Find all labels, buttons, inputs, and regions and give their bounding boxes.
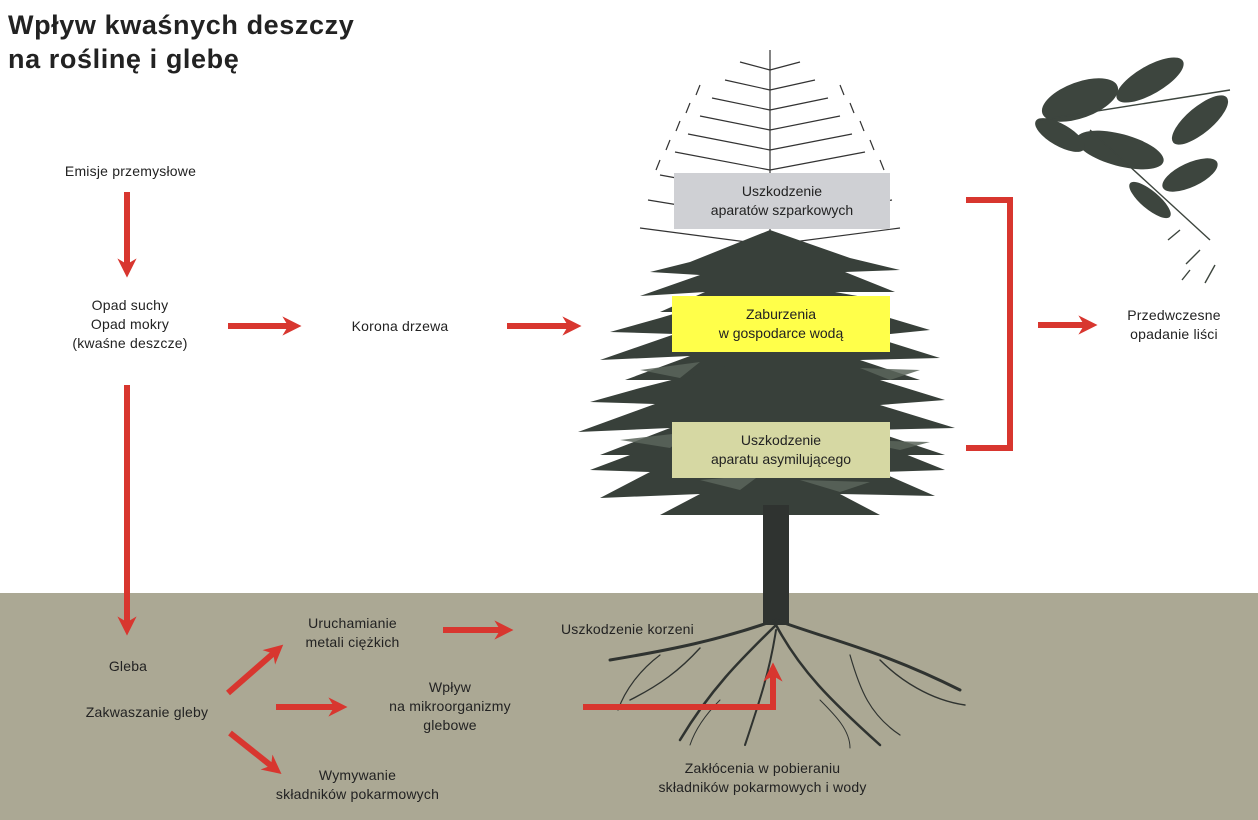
label-przedwczesne-line2: opadanie liści bbox=[1130, 326, 1218, 342]
label-zaklocenia-line2: składników pokarmowych i wody bbox=[658, 779, 867, 795]
label-wymywanie: Wymywanie składników pokarmowych bbox=[250, 766, 465, 804]
label-uruchamianie: Uruchamianie metali ciężkich bbox=[290, 614, 415, 652]
arrow-zakwaszanie-to-metale bbox=[226, 644, 284, 696]
label-gleba: Gleba bbox=[105, 657, 151, 676]
label-zaklocenia-line1: Zakłócenia w pobieraniu bbox=[684, 760, 841, 776]
box-aparat-asymilujacy-line2: aparatu asymilującego bbox=[710, 451, 852, 467]
label-przedwczesne: Przedwczesne opadanie liści bbox=[1104, 306, 1244, 344]
label-korona: Korona drzewa bbox=[330, 317, 470, 336]
tree-trunk-icon bbox=[763, 505, 789, 625]
box-aparaty-szparkowe-line1: Uszkodzenie bbox=[741, 183, 823, 199]
flow-arrows bbox=[117, 192, 1098, 774]
box-gospodarka-woda: Zaburzenia w gospodarce wodą bbox=[672, 296, 890, 352]
label-przedwczesne-line1: Przedwczesne bbox=[1127, 307, 1221, 323]
label-wplyw: Wpływ na mikroorganizmy glebowe bbox=[380, 678, 520, 735]
label-wplyw-line2: na mikroorganizmy bbox=[389, 698, 511, 714]
label-wplyw-line1: Wpływ bbox=[428, 679, 472, 695]
label-korona-text: Korona drzewa bbox=[351, 318, 449, 334]
label-zakwaszanie: Zakwaszanie gleby bbox=[62, 703, 232, 722]
spruce-tree-icon bbox=[578, 50, 966, 749]
tree-roots-icon bbox=[608, 618, 966, 749]
label-uruchamianie-line2: metali ciężkich bbox=[305, 634, 400, 650]
fallen-branch-icon bbox=[1035, 57, 1231, 284]
label-wymywanie-line2: składników pokarmowych bbox=[275, 786, 440, 802]
label-wplyw-line3: glebowe bbox=[423, 717, 477, 733]
label-zaklocenia: Zakłócenia w pobieraniu składników pokar… bbox=[620, 759, 905, 797]
box-gospodarka-woda-line2: w gospodarce wodą bbox=[718, 325, 844, 341]
label-uszkodzenie-korzeni-text: Uszkodzenie korzeni bbox=[561, 621, 694, 637]
label-opad-line2: Opad mokry bbox=[90, 316, 170, 332]
label-uszkodzenie-korzeni: Uszkodzenie korzeni bbox=[535, 620, 720, 639]
bracket-tree-effects bbox=[966, 197, 1013, 451]
box-aparaty-szparkowe-line2: aparatów szparkowych bbox=[710, 202, 854, 218]
arrow-wplyw-to-roots bbox=[583, 662, 783, 710]
arrow-zakwaszanie-to-wymywanie bbox=[228, 730, 282, 774]
box-aparat-asymilujacy: Uszkodzenie aparatu asymilującego bbox=[672, 422, 890, 478]
label-emisje: Emisje przemysłowe bbox=[58, 162, 203, 181]
label-opad-line1: Opad suchy bbox=[91, 297, 169, 313]
label-emisje-text: Emisje przemysłowe bbox=[64, 163, 197, 179]
label-opad-line3: (kwaśne deszcze) bbox=[72, 335, 188, 351]
page-title: Wpływ kwaśnych deszczy na roślinę i gleb… bbox=[8, 8, 354, 76]
label-opad: Opad suchy Opad mokry (kwaśne deszcze) bbox=[55, 296, 205, 353]
label-gleba-text: Gleba bbox=[108, 658, 148, 674]
label-wymywanie-line1: Wymywanie bbox=[318, 767, 397, 783]
label-uruchamianie-line1: Uruchamianie bbox=[308, 615, 397, 631]
box-aparat-asymilujacy-line1: Uszkodzenie bbox=[740, 432, 822, 448]
title-line-2: na roślinę i glebę bbox=[8, 44, 240, 74]
box-gospodarka-woda-line1: Zaburzenia bbox=[745, 306, 817, 322]
title-line-1: Wpływ kwaśnych deszczy bbox=[8, 10, 355, 40]
label-zakwaszanie-text: Zakwaszanie gleby bbox=[85, 704, 209, 720]
box-aparaty-szparkowe: Uszkodzenie aparatów szparkowych bbox=[674, 173, 890, 229]
